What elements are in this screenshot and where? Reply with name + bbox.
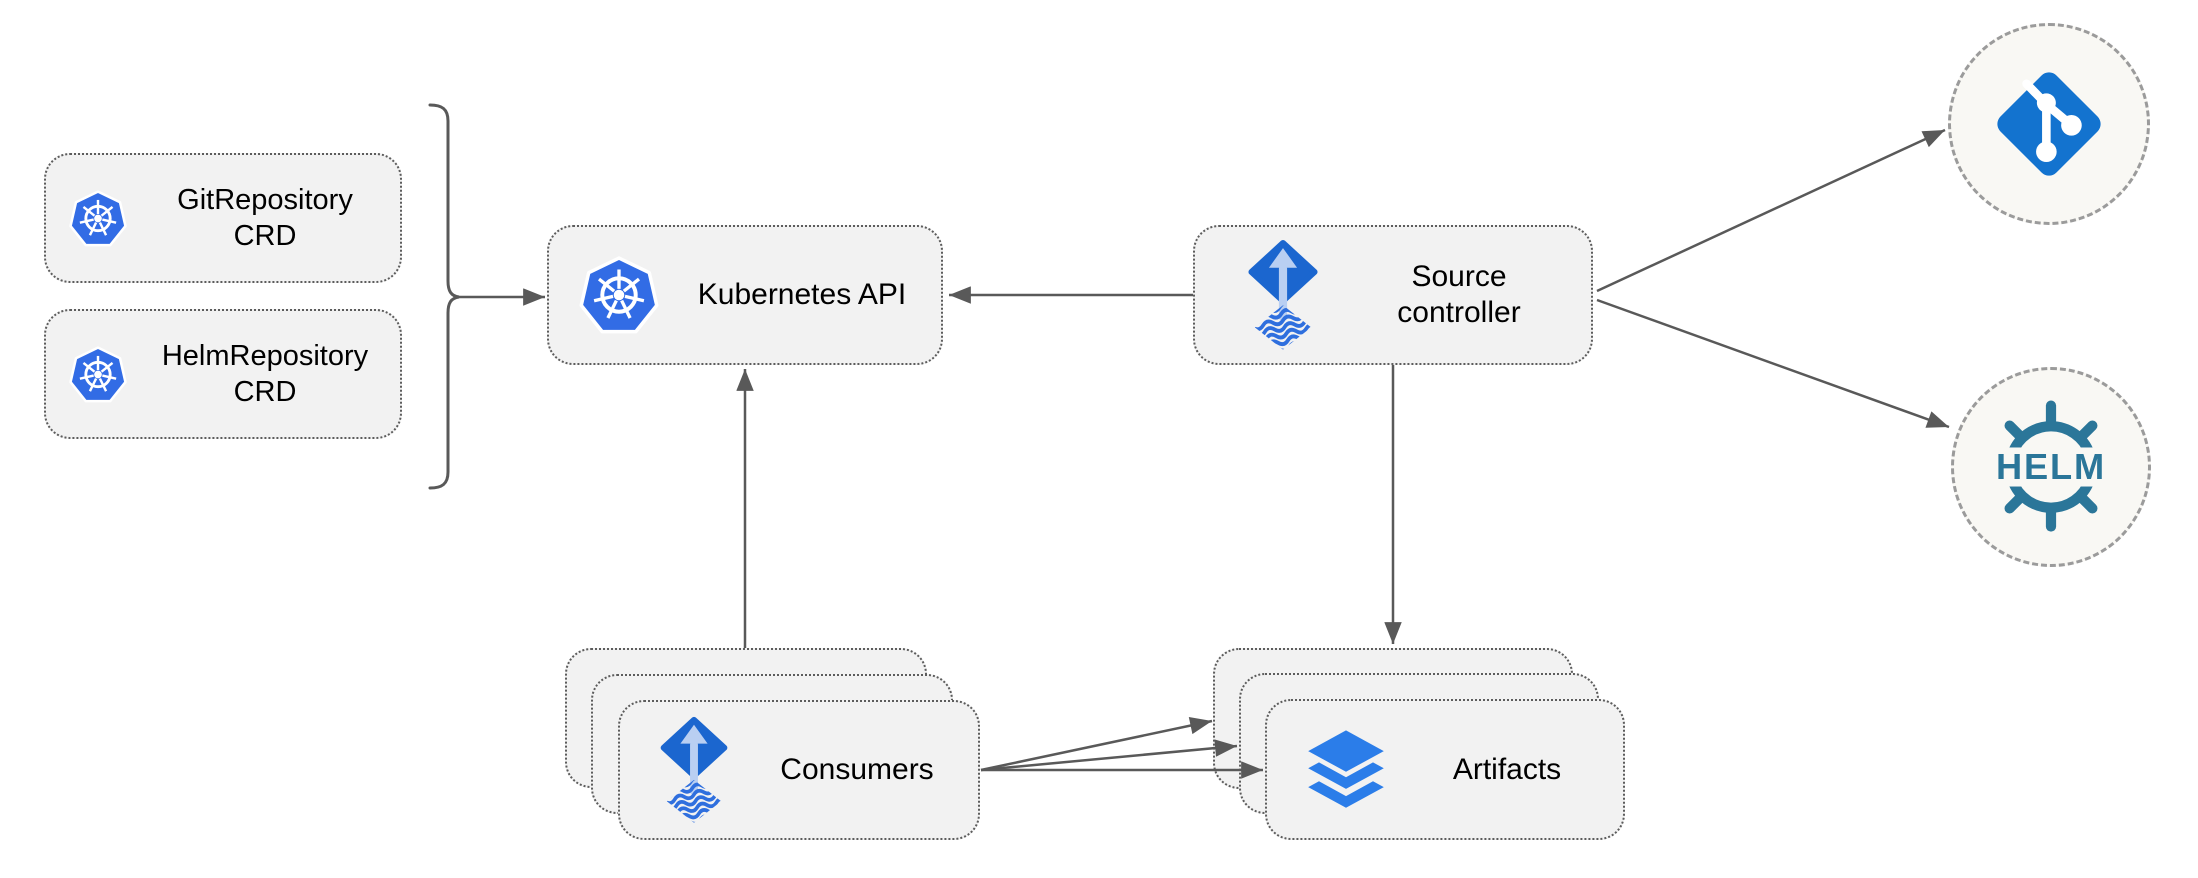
label-line: HelmRepository [161,340,369,372]
edge-source-controller-to-git-repository [1596,128,1946,293]
label-line: Artifacts [1452,752,1562,786]
label-line: GitRepository [177,184,353,216]
kubernetes-icon [69,189,127,247]
kubernetes-icon [69,345,127,403]
node-consumers: Consumers [618,700,980,840]
label-line: CRD [233,220,297,252]
node-label: Artifacts [1391,752,1623,788]
node-helm-repository-crd: HelmRepository CRD [44,309,402,439]
node-label: Source controller [1327,259,1591,331]
node-artifacts: Artifacts [1265,699,1625,840]
label-line: Source [1411,260,1507,293]
crd-group-brace [428,103,460,490]
git-icon [1983,58,2115,190]
edge-source-controller-to-helm-registry [1596,298,1950,429]
node-label: HelmRepository CRD [130,338,400,410]
node-git-repository-crd: GitRepository CRD [44,153,402,283]
layers-icon [1308,729,1384,808]
edge-consumers-to-artifacts-back [980,716,1213,772]
node-kubernetes-api: Kubernetes API [547,225,943,365]
helm-text-band [2001,447,2101,487]
kubernetes-icon [579,256,659,334]
edge-consumers-to-artifacts-middle [980,739,1238,772]
label-line: Consumers [780,753,934,786]
label-line: Kubernetes API [697,278,907,311]
node-label: GitRepository CRD [130,182,400,254]
node-helm-registry: HELM [1951,367,2151,567]
label-line: controller [1397,296,1521,329]
node-label: Kubernetes API [663,277,941,313]
helm-icon: HELM [1996,400,2106,532]
node-git-repository [1948,23,2150,225]
flux-source-controller-icon [652,714,736,826]
helm-wordmark: HELM [1996,446,2106,487]
node-source-controller: Source controller [1193,225,1593,365]
helm-wheel-spokes [2004,400,2098,532]
node-label: Consumers [736,752,978,788]
label-line: CRD [233,376,297,408]
flux-source-controller-icon [1239,237,1327,353]
